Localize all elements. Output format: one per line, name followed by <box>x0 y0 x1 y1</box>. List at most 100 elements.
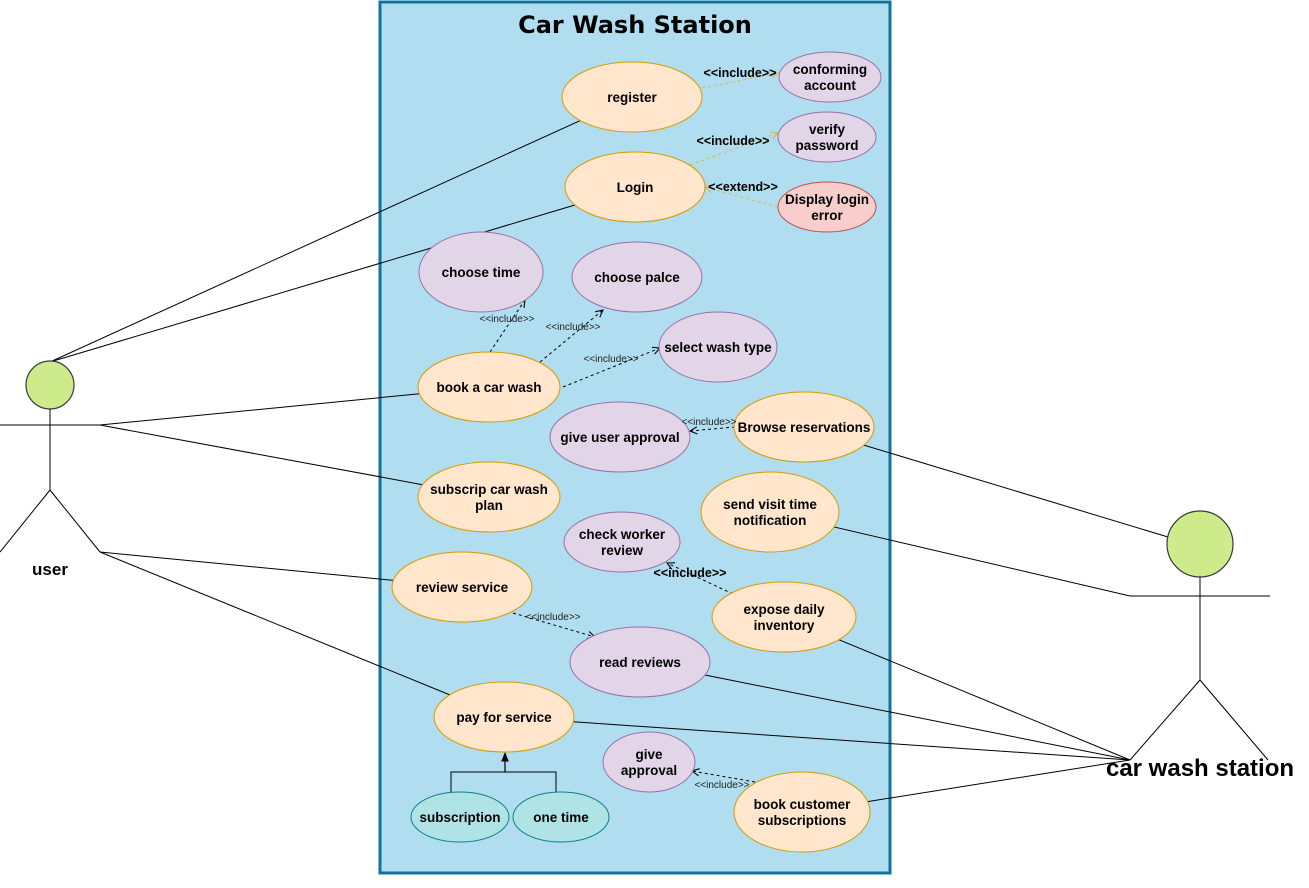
use-case-label: password <box>795 138 858 153</box>
relation-login-verify <box>689 133 778 166</box>
actor-user-label: user <box>32 560 68 579</box>
use-case-ellipse <box>571 241 703 313</box>
use-case-choosetime[interactable]: choose time <box>418 231 544 313</box>
actor-station-head <box>1166 510 1234 578</box>
relation-inventory-checkworker <box>667 563 734 595</box>
actor-user-leg-left <box>0 489 51 553</box>
use-case-ellipse <box>602 731 696 793</box>
association-user-book <box>99 393 420 426</box>
use-case-ellipse <box>711 581 857 653</box>
use-case-label: error <box>811 208 843 223</box>
actor-user-leg-right <box>49 489 101 553</box>
use-case-washtype[interactable]: select wash type <box>658 311 778 383</box>
system-title: Car Wash Station <box>518 11 752 39</box>
use-case-ellipse <box>549 401 691 473</box>
relation-browse-userapproval <box>690 427 736 431</box>
use-case-label: give user approval <box>560 430 679 445</box>
use-case-ellipse <box>391 551 533 623</box>
use-case-label: Browse reservations <box>738 420 871 435</box>
association-station-browse <box>863 444 1169 538</box>
use-case-ellipse <box>564 151 706 223</box>
association-station-inventory <box>838 639 1131 761</box>
actor-car-wash-station[interactable]: car wash station <box>1106 510 1294 782</box>
use-case-label: read reviews <box>599 655 681 670</box>
use-case-label: choose palce <box>594 270 680 285</box>
association-station-readreviews <box>704 674 1131 761</box>
use-case-ellipse <box>561 61 703 133</box>
association-user-subscribe <box>99 424 423 486</box>
use-case-login[interactable]: Login <box>564 151 706 223</box>
use-case-label: book a car wash <box>436 380 541 395</box>
use-case-label: review service <box>416 580 509 595</box>
use-case-chooseplace[interactable]: choose palce <box>571 241 703 313</box>
use-case-ellipse <box>417 351 561 423</box>
use-case-ellipse <box>563 511 681 573</box>
relation-label-login-verify: <<include>> <box>697 134 770 148</box>
association-station-pay <box>573 721 1131 761</box>
association-user-review <box>99 551 394 581</box>
relation-register-conforming <box>701 73 778 89</box>
association-user-register <box>49 120 581 363</box>
actor-station-label: car wash station <box>1106 755 1294 782</box>
generalization-lines <box>450 752 557 792</box>
relation-label-book-washtype: <<include>> <box>583 354 638 365</box>
use-case-ellipse <box>777 181 877 233</box>
relation-label-book-chooseplace: <<include>> <box>545 322 600 333</box>
use-case-onetime[interactable]: one time <box>512 791 610 843</box>
use-case-label: verify <box>809 122 846 137</box>
use-case-label: review <box>601 543 644 558</box>
relation-label-review-readreviews: <<include>> <box>525 612 580 623</box>
use-case-label: subscription <box>419 810 500 825</box>
use-case-browse[interactable]: Browse reservations <box>733 391 875 463</box>
use-case-ellipse <box>433 681 575 753</box>
use-case-label: register <box>607 90 657 105</box>
use-case-label: subscrip car wash <box>430 482 548 497</box>
use-case-ellipse <box>417 461 561 533</box>
use-case-label: select wash type <box>664 340 772 355</box>
use-case-label: subscriptions <box>758 813 847 828</box>
relation-label-booksubs-giveapproval: <<include>> <box>694 780 749 791</box>
use-case-ellipse <box>658 311 778 383</box>
use-case-review[interactable]: review service <box>391 551 533 623</box>
use-case-label: account <box>804 78 856 93</box>
use-case-pay[interactable]: pay for service <box>433 681 575 753</box>
generalization-branch <box>450 771 557 792</box>
use-case-readreviews[interactable]: read reviews <box>569 626 711 698</box>
use-case-userapproval[interactable]: give user approval <box>549 401 691 473</box>
actor-user[interactable]: user <box>0 360 101 579</box>
association-user-pay <box>99 551 450 696</box>
relation-book-choosetime <box>489 300 525 353</box>
use-case-label: Display login <box>785 192 869 207</box>
use-case-ellipse <box>733 771 871 853</box>
use-case-register[interactable]: register <box>561 61 703 133</box>
use-case-label: approval <box>621 763 677 778</box>
use-case-label: conforming <box>793 62 867 77</box>
association-station-booksubs <box>867 759 1131 803</box>
use-case-label: expose daily <box>743 602 825 617</box>
actor-user-head <box>25 360 75 410</box>
use-case-book[interactable]: book a car wash <box>417 351 561 423</box>
relation-label-browse-userapproval: <<include>> <box>681 417 736 428</box>
association-user-login <box>49 204 576 363</box>
use-case-ellipse <box>733 391 875 463</box>
relation-review-readreviews <box>512 612 595 637</box>
use-case-subscription[interactable]: subscription <box>410 791 510 843</box>
use-case-ellipse <box>778 51 882 103</box>
use-case-label: inventory <box>754 618 815 633</box>
relation-labels: <<include>><<include>><<extend>><<includ… <box>479 66 777 791</box>
use-case-label: one time <box>533 810 589 825</box>
use-case-label: check worker <box>579 527 666 542</box>
relation-label-inventory-checkworker: <<include>> <box>654 566 727 580</box>
relation-lines <box>489 73 778 783</box>
actor-station-leg-right <box>1199 679 1269 761</box>
